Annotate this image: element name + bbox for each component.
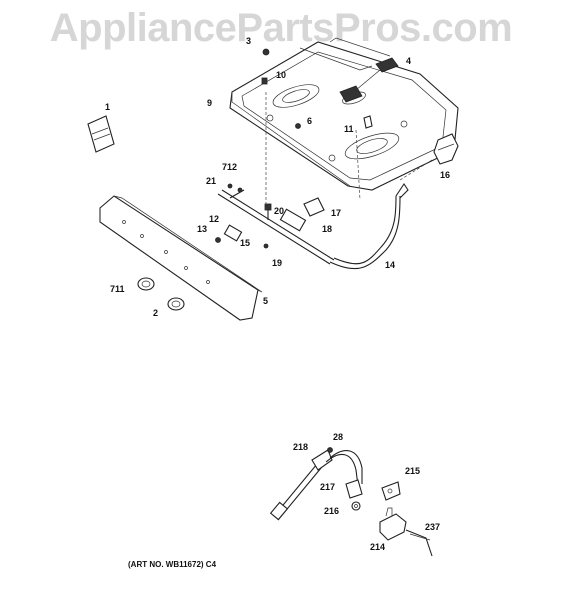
callout-1: 1: [105, 102, 111, 112]
callout-10: 10: [276, 70, 287, 80]
burner-box: [229, 37, 459, 191]
gas-manifold: [215, 183, 335, 265]
callout-17: 17: [331, 208, 342, 218]
callout-18: 18: [322, 224, 333, 234]
callout-3: 3: [246, 36, 252, 46]
callout-218: 218: [293, 442, 309, 452]
callout-5: 5: [263, 296, 269, 306]
callout-14: 14: [385, 260, 396, 270]
art-number: (ART NO. WB11672) C4: [128, 560, 217, 569]
callout-216: 216: [324, 506, 340, 516]
callout-214: 214: [370, 542, 386, 552]
watermark: AppliancePartsPros.com: [49, 6, 513, 50]
callout-6: 6: [307, 116, 313, 126]
callout-28: 28: [333, 432, 344, 442]
lower-assembly: [269, 447, 433, 557]
callout-15: 15: [240, 238, 251, 248]
callout-12: 12: [209, 214, 220, 224]
callout-712: 712: [222, 162, 238, 172]
callout-21: 21: [206, 176, 217, 186]
callout-19: 19: [272, 258, 283, 268]
callout-217: 217: [320, 482, 336, 492]
control-panel: [99, 195, 263, 321]
callout-9: 9: [207, 98, 213, 108]
callout-2: 2: [153, 308, 159, 318]
igniter-switch: [433, 133, 459, 165]
gas-tubing: [329, 183, 409, 270]
callout-20: 20: [274, 206, 285, 216]
knob-bezels: [137, 277, 185, 311]
callout-16: 16: [440, 170, 451, 180]
callout-711: 711: [110, 284, 125, 294]
callout-11: 11: [344, 124, 354, 134]
callout-215: 215: [405, 466, 421, 476]
literature-card: [87, 115, 115, 153]
callout-237: 237: [425, 522, 441, 532]
callout-13: 13: [197, 224, 208, 234]
callout-4: 4: [406, 56, 412, 66]
